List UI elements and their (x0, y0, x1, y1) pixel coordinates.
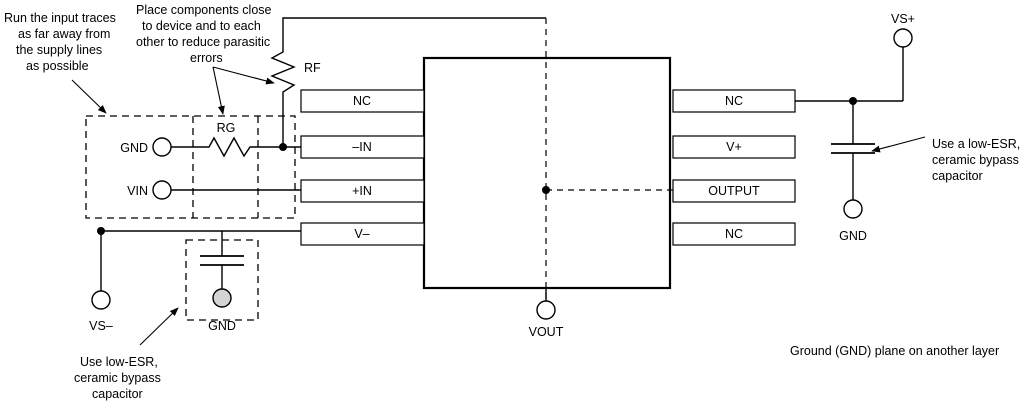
note-line: to device and to each (142, 19, 261, 33)
pin-left-vminus: V– (300, 222, 425, 246)
note-line: other to reduce parasitic (136, 35, 270, 49)
gnd-right-bypass-label: GND (839, 229, 867, 243)
ground-plane-caption: Ground (GND) plane on another layer (790, 344, 999, 358)
note-line: as far away from (18, 27, 110, 41)
rg-resistor-symbol (204, 136, 256, 158)
input-network-dashed-region (85, 115, 296, 219)
vin-input-label: VIN (127, 184, 148, 198)
pin-label: NC (353, 94, 371, 108)
note-left-bypass: Use low-ESR, ceramic bypass capacitor (74, 355, 161, 401)
gnd-input-label: GND (120, 141, 148, 155)
pin-label: –IN (352, 140, 371, 154)
pin-label: V+ (726, 140, 742, 154)
pin-right-nc-top: NC (672, 89, 796, 113)
arrow-to-rf (212, 66, 275, 85)
vs-minus-terminal (91, 290, 111, 310)
note-line: the supply lines (16, 43, 102, 57)
gnd-input-terminal (152, 137, 172, 157)
rf-label: RF (304, 61, 321, 75)
note-line: Use low-ESR, (80, 355, 158, 369)
pin-label: NC (725, 94, 743, 108)
pin-box (300, 222, 425, 246)
vs-minus-label: VS– (89, 319, 113, 333)
vout-terminal (536, 300, 556, 320)
rg-label: RG (217, 121, 236, 135)
pin-right-output: OUTPUT (672, 179, 796, 203)
note-line: ceramic bypass (932, 153, 1019, 167)
note-line: capacitor (92, 387, 143, 401)
arrow-to-input-region (71, 79, 107, 114)
note-input-traces: Run the input traces as far away from th… (4, 11, 116, 73)
pin-left-nc: NC (300, 89, 425, 113)
gnd-left-bypass-label: GND (208, 319, 236, 333)
pin-label: +IN (352, 184, 372, 198)
pin-box (672, 135, 796, 159)
device-center-junction-dot (542, 186, 550, 194)
pin-box (300, 89, 425, 113)
pin-box (300, 179, 425, 203)
pin-box (672, 222, 796, 246)
note-place-components: Place components close to device and to … (136, 3, 272, 65)
note-line: Use a low-ESR, (932, 137, 1020, 151)
pin-label: OUTPUT (708, 184, 760, 198)
note-right-bypass: Use a low-ESR, ceramic bypass capacitor (932, 137, 1020, 183)
arrow-to-right-bypass-cap (871, 136, 926, 153)
pin-right-nc-bottom: NC (672, 222, 796, 246)
pin-label: V– (354, 227, 369, 241)
note-line: errors (190, 51, 223, 65)
note-line: Run the input traces (4, 11, 116, 25)
pin-box (672, 179, 796, 203)
vs-plus-label: VS+ (891, 12, 915, 26)
pin-left-noninverting-input: +IN (300, 179, 425, 203)
arrow-to-left-bypass-cap (139, 307, 179, 346)
rf-resistor-symbol (270, 47, 296, 101)
pin-left-inverting-input: –IN (300, 135, 425, 159)
feedback-top-wire (282, 17, 546, 47)
arrow-to-rg (212, 66, 225, 115)
vout-label: VOUT (529, 325, 564, 339)
pin-right-vplus: V+ (672, 135, 796, 159)
device-body (422, 56, 672, 290)
note-line: as possible (26, 59, 89, 73)
vin-input-terminal (152, 180, 172, 200)
vs-plus-terminal (893, 28, 913, 48)
note-line: capacitor (932, 169, 983, 183)
inverting-node-junction-dot (279, 143, 287, 151)
gnd-right-bypass-terminal (843, 199, 863, 219)
note-line: ceramic bypass (74, 371, 161, 385)
note-line: Place components close (136, 3, 272, 17)
pin-label: NC (725, 227, 743, 241)
gnd-left-bypass-terminal (212, 288, 232, 308)
